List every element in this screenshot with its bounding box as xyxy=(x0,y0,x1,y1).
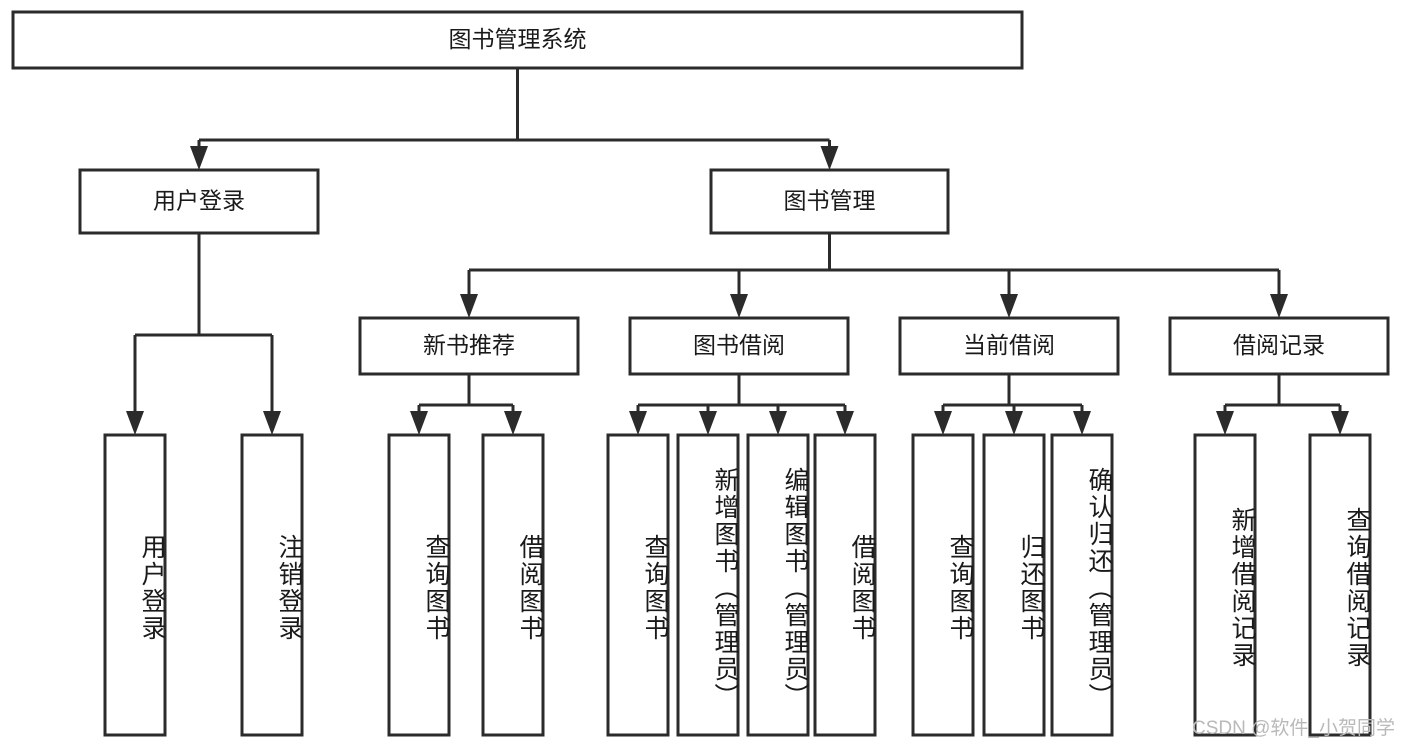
arrow-head-icon-l2-1 xyxy=(820,146,839,170)
level2-node-0[interactable] xyxy=(78,168,320,235)
leaf-node-5[interactable] xyxy=(676,433,740,737)
level3-node-label-3: 借阅记录 xyxy=(1233,332,1325,358)
leaf-node-label-2: 查询图书 xyxy=(422,534,450,642)
leaf-node-label-4: 查询图书 xyxy=(641,534,669,642)
leaf-node-label-7: 借阅图书 xyxy=(848,534,876,642)
leaf-node-12[interactable] xyxy=(1308,433,1372,737)
leaf-node-label-10: 确认归还（管理员） xyxy=(1085,466,1113,710)
arrow-head-icon-leaf-8 xyxy=(934,411,952,435)
leaf-node-label-3: 借阅图书 xyxy=(516,534,544,642)
leaf-node-1[interactable] xyxy=(240,433,304,737)
root-node[interactable] xyxy=(11,10,1024,70)
leaf-node-label-6: 编辑图书（管理员） xyxy=(781,466,809,710)
leaf-node-7[interactable] xyxy=(813,433,877,737)
leaf-node-9[interactable] xyxy=(982,433,1046,737)
arrow-head-icon-leaf-0 xyxy=(126,411,144,435)
arrow-head-icon-leaf-12 xyxy=(1331,411,1349,435)
leaf-node-label-9: 归还图书 xyxy=(1017,534,1045,642)
arrow-head-icon-leaf-11 xyxy=(1216,411,1234,435)
leaf-node-2[interactable] xyxy=(387,433,451,737)
arrow-head-icon-leaf-2 xyxy=(410,411,428,435)
arrow-head-icon-leaf-6 xyxy=(769,411,787,435)
leaf-node-label-0: 用户登录 xyxy=(138,534,166,642)
csdn-watermark: CSDN @软件_小贺同学 xyxy=(1192,718,1395,739)
level3-node-label-1: 图书借阅 xyxy=(693,332,785,358)
arrow-head-icon-leaf-3 xyxy=(504,411,522,435)
level3-node-0[interactable] xyxy=(358,316,580,376)
connectors-layer xyxy=(126,68,1349,435)
level3-node-2[interactable] xyxy=(898,316,1120,376)
leaf-node-8[interactable] xyxy=(911,433,975,737)
leaf-node-10[interactable] xyxy=(1050,433,1114,737)
arrow-head-icon-l2-0 xyxy=(190,146,208,170)
arrow-head-icon-l3-3 xyxy=(1270,294,1288,318)
root-node-label: 图书管理系统 xyxy=(449,26,587,52)
leaf-node-4[interactable] xyxy=(606,433,670,737)
arrow-head-icon-l3-0 xyxy=(460,294,478,318)
arrow-head-icon-l3-2 xyxy=(1000,294,1018,318)
leaf-node-label-8: 查询图书 xyxy=(946,534,974,642)
leaf-node-label-11: 新增借阅记录 xyxy=(1228,507,1256,669)
leaf-node-6[interactable] xyxy=(746,433,810,737)
leaf-node-label-5: 新增图书（管理员） xyxy=(711,466,739,710)
leaf-node-label-1: 注销登录 xyxy=(275,534,303,642)
level3-node-3[interactable] xyxy=(1168,316,1390,376)
leaf-node-11[interactable] xyxy=(1193,433,1257,737)
level3-node-label-2: 当前借阅 xyxy=(963,332,1055,358)
level2-node-label-1: 图书管理 xyxy=(784,188,876,214)
level2-node-label-0: 用户登录 xyxy=(153,188,245,214)
level3-node-label-0: 新书推荐 xyxy=(423,332,515,358)
level3-node-1[interactable] xyxy=(628,316,850,376)
leaf-node-label-12: 查询借阅记录 xyxy=(1343,507,1371,669)
arrow-head-icon-leaf-5 xyxy=(699,411,717,435)
arrow-head-icon-leaf-10 xyxy=(1073,411,1091,435)
boxes-layer xyxy=(11,10,1390,737)
arrow-head-icon-leaf-4 xyxy=(629,411,647,435)
leaf-node-3[interactable] xyxy=(481,433,545,737)
arrow-head-icon-leaf-9 xyxy=(1005,411,1023,435)
arrow-head-icon-l3-1 xyxy=(730,294,748,318)
arrow-head-icon-leaf-7 xyxy=(836,411,854,435)
level2-node-1[interactable] xyxy=(709,168,950,235)
arrow-head-icon-leaf-1 xyxy=(263,411,281,435)
leaf-node-0[interactable] xyxy=(103,433,167,737)
